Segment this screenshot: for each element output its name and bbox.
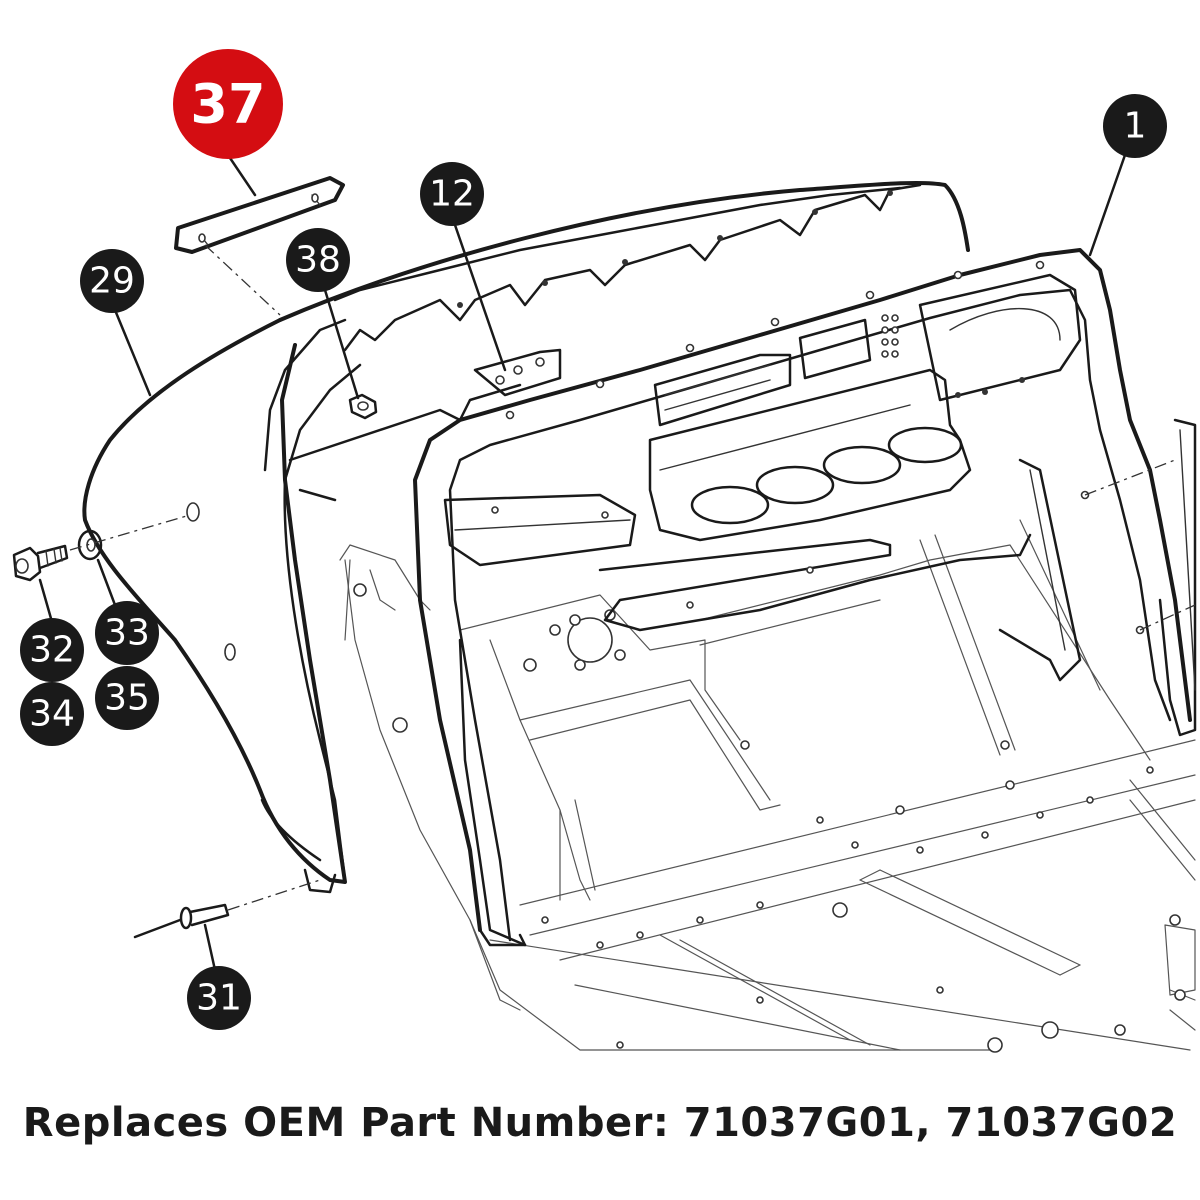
screw-32-shape	[12, 546, 42, 582]
callout-38: 38	[286, 228, 350, 292]
chassis-frame	[339, 519, 1196, 1053]
rivet-31-shape	[133, 918, 182, 939]
callout-33-label: 33	[104, 613, 150, 654]
callout-32: 32	[20, 618, 84, 682]
callout-35-label: 35	[104, 678, 150, 719]
nut-38-shape	[348, 393, 378, 420]
oem-part-number-caption: Replaces OEM Part Number: 71037G01, 7103…	[22, 1100, 1178, 1146]
trim-strip-37	[174, 176, 345, 254]
callout-34-label: 34	[29, 694, 75, 735]
callout-37: 37	[173, 49, 283, 159]
callout-29: 29	[80, 249, 144, 313]
frame-bolt	[353, 583, 367, 597]
dash-bezel	[413, 248, 1197, 947]
callout-31-label: 31	[196, 978, 242, 1019]
callout-38-label: 38	[295, 240, 341, 281]
callout-32-label: 32	[29, 630, 75, 671]
callout-37-label: 37	[190, 73, 265, 136]
callout-12-label: 12	[429, 174, 475, 215]
callouts: 37 1 12 38 29 32 33 34	[20, 49, 1167, 1030]
callout-1: 1	[1103, 94, 1167, 158]
callout-35: 35	[95, 666, 159, 730]
alignment-lines	[69, 244, 1196, 911]
panel-mount-hole	[224, 643, 236, 661]
frame-bolt	[392, 717, 408, 733]
callout-1-label: 1	[1124, 106, 1147, 147]
callout-33: 33	[95, 601, 159, 665]
callout-12: 12	[420, 162, 484, 226]
leader-lines	[38, 153, 1127, 972]
washer-33-shape	[77, 529, 103, 561]
panel-mount-hole	[186, 502, 200, 522]
callout-29-label: 29	[89, 261, 135, 302]
callout-34: 34	[20, 682, 84, 746]
callout-31: 31	[187, 966, 251, 1030]
hardware	[12, 393, 378, 939]
dash-rear-shell	[263, 180, 970, 502]
